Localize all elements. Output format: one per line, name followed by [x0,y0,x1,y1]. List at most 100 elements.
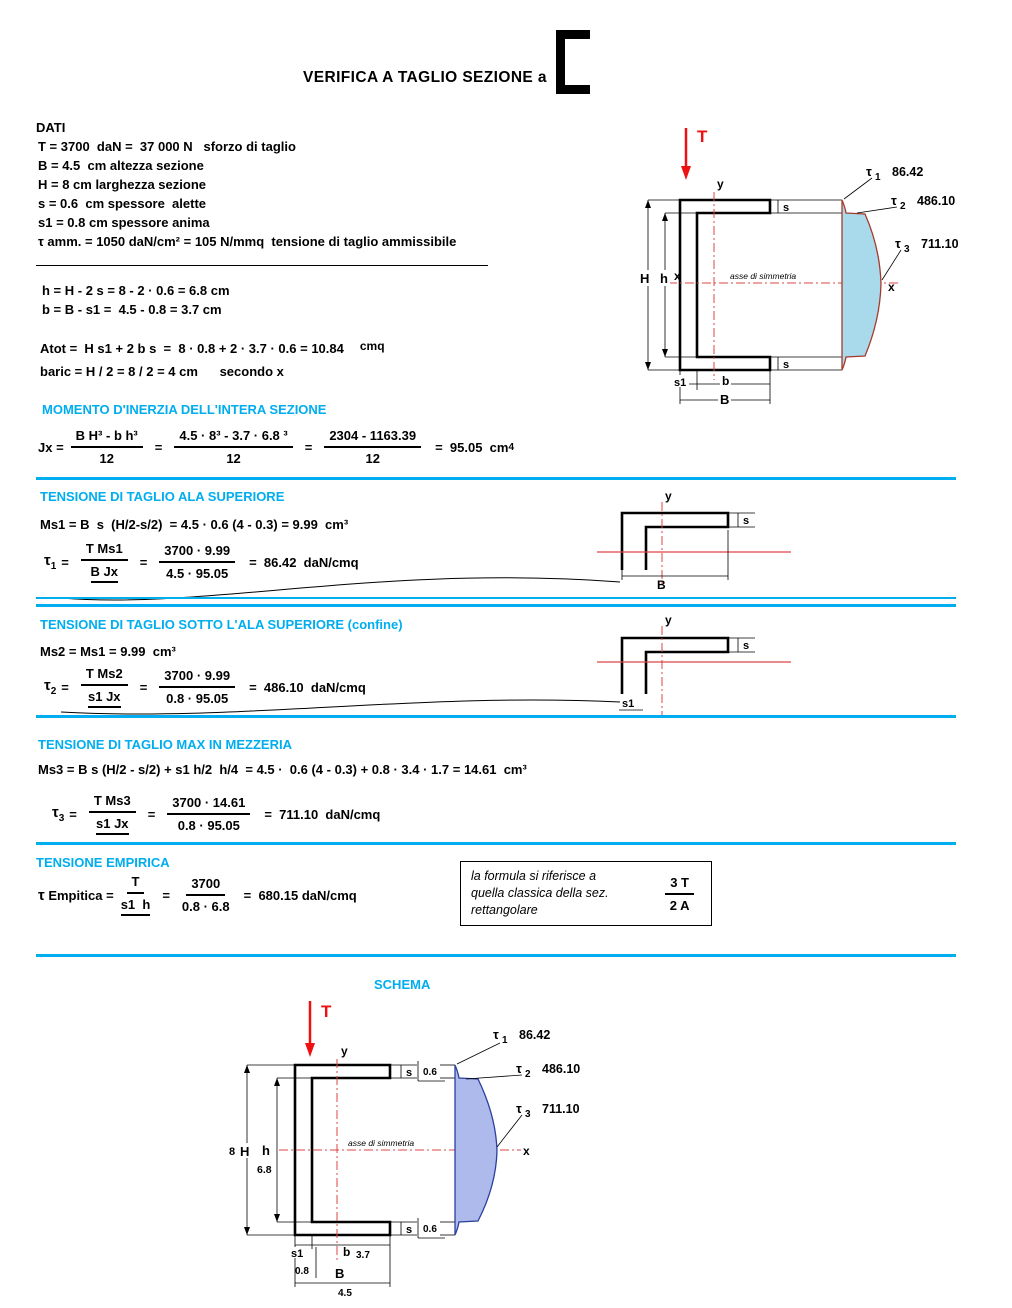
leader-line [881,249,902,281]
tau1-formula: τ1 = T Ms1 B Jx = 3700 · 9.99 4.5 · 95.0… [44,541,359,583]
force-arrowhead [305,1043,315,1057]
tau-symbol: τ [38,886,45,904]
equals-sign: = [139,679,148,695]
tau2-result: = 486.10 daN/cmq [249,679,366,695]
bottom-dimension-lines [294,1235,391,1287]
force-label: T [697,127,708,146]
x-axis-label-left: x [674,269,681,283]
tau3-heading: TENSIONE DI TAGLIO MAX IN MEZZERIA [38,737,292,752]
h-line: h = H - 2 s = 8 - 2 · 0.6 = 6.8 cm [42,283,230,298]
page-title: VERIFICA A TAGLIO SEZIONE a [303,30,590,94]
inertia-heading: MOMENTO D'INERZIA DELL'INTERA SEZIONE [42,402,327,417]
B-label: B [335,1266,344,1281]
tau-symbol: τ1 [44,552,57,572]
x-axis-label: x [523,1144,530,1158]
dati-line: s = 0.6 cm spessore alette [38,196,207,211]
atot-row: Atot = H s1 + 2 b s = 8 · 0.8 + 2 · 3.7 … [40,339,385,356]
leader-line [856,206,898,214]
schema-heading: SCHEMA [374,977,431,992]
fraction: B H³ - b h³ 12 [70,428,143,466]
dim-arrowhead [662,213,668,221]
ms2-line: Ms2 = Ms1 = 9.99 cm³ [40,644,176,659]
s-dimension-lines [728,512,755,528]
B-value: 4.5 [338,1288,352,1299]
H-value: 8 [229,1146,235,1158]
fraction-denominator: B Jx [90,561,119,583]
fraction-denominator: 0.8 · 95.05 [177,818,240,833]
tau3-result: = 711.10 daN/cmq [264,806,381,822]
s-bottom-label: s [783,359,789,371]
tau1-subscript: 1 [875,172,881,183]
fraction-denominator: 12 [365,451,380,466]
section-divider [36,715,956,718]
s-bottom-dimension-lines [390,1218,455,1239]
tau3-value: 711.10 [921,237,959,251]
fraction-denominator: 12 [226,451,241,466]
dati-line: τ amm. = 1050 daN/cm² = 105 N/mmq tensio… [38,234,457,249]
atot-unit: cmq [359,339,385,353]
fraction-denominator: 12 [99,451,114,466]
fraction-denominator: 4.5 · 95.05 [166,566,229,581]
ms3-line: Ms3 = B s (H/2 - s/2) + s1 h/2 h/4 = 4.5… [38,762,527,777]
tau1-symbol: τ [866,164,872,179]
fraction-denominator: 2 A [669,897,690,913]
fraction-denominator: 0.8 · 6.8 [181,899,230,914]
s-top-label: s [406,1067,412,1079]
atot-line: Atot = H s1 + 2 b s = 8 · 0.8 + 2 · 3.7 … [40,341,344,356]
fraction-numerator: T [126,874,145,894]
fraction: T Ms2 s1 Jx [80,666,128,708]
symmetry-axis-label: asse di simmetria [730,271,796,281]
fraction: T Ms1 B Jx [80,541,128,583]
fraction: 2304 - 1163.39 12 [324,428,422,466]
equals-sign: = [61,554,69,570]
flange-detail-diagram-1: y s B [597,489,791,592]
fraction-numerator: 3700 · 9.99 [159,543,236,563]
s-label: s [743,515,749,527]
fraction-numerator: 3 T [665,875,694,895]
separator-line [36,265,488,266]
y-axis-label: y [665,613,672,627]
fraction: 3700 · 14.61 0.8 · 95.05 [167,795,251,833]
tau3-subscript: 3 [525,1109,531,1120]
h-label: h [262,1143,270,1158]
freehand-line [60,699,621,715]
fraction-denominator: s1 Jx [96,813,129,835]
empirica-lhs: Empitica = [44,887,114,903]
note-line: quella classica della sez. [471,886,609,900]
empirica-formula: τ Empitica = T s1 h = 3700 0.8 · 6.8 = 6… [38,874,357,916]
section-divider [36,597,956,599]
label-mask [289,1247,307,1258]
s-top-label: s [783,202,789,214]
dim-arrowhead [662,349,668,357]
equals-sign: = [147,806,156,822]
ms1-line: Ms1 = B s (H/2-s/2) = 4.5 · 0.6 (4 - 0.3… [40,517,349,532]
dim-arrowhead [274,1214,280,1222]
dati-block: T = 3700 daN = 37 000 N sforzo di taglio… [38,137,456,251]
fraction: 3700 · 9.99 4.5 · 95.05 [159,543,236,581]
equals-sign: = [154,439,163,455]
h-value: 6.8 [257,1164,272,1176]
equals-sign: = [139,554,148,570]
shear-stress-distribution [841,199,882,371]
empirica-heading: TENSIONE EMPIRICA [36,855,170,870]
fraction: 4.5 · 8³ - 3.7 · 6.8 ³ 12 [174,428,293,466]
dim-arrowhead [244,1227,250,1235]
b-label: b [343,1245,350,1259]
label-mask [658,270,670,286]
flange-outline [620,511,730,570]
s1-label: s1 [674,377,686,389]
s-bottom-dimension-lines [770,356,842,371]
jx-result-exponent: 4 [508,441,515,453]
fraction: T s1 h [120,874,151,916]
fraction: 3700 · 9.99 0.8 · 95.05 [159,668,236,706]
fraction-denominator: 0.8 · 95.05 [166,691,229,706]
s1-value: 0.8 [295,1266,309,1277]
dim-arrowhead [274,1078,280,1086]
fraction-numerator: 3700 [186,876,226,896]
y-axis-label: y [717,177,724,191]
tau3-value: 711.10 [542,1102,580,1116]
leader-line [496,1114,523,1148]
fraction: T Ms3 s1 Jx [88,793,136,835]
tau2-symbol: τ [891,193,897,208]
